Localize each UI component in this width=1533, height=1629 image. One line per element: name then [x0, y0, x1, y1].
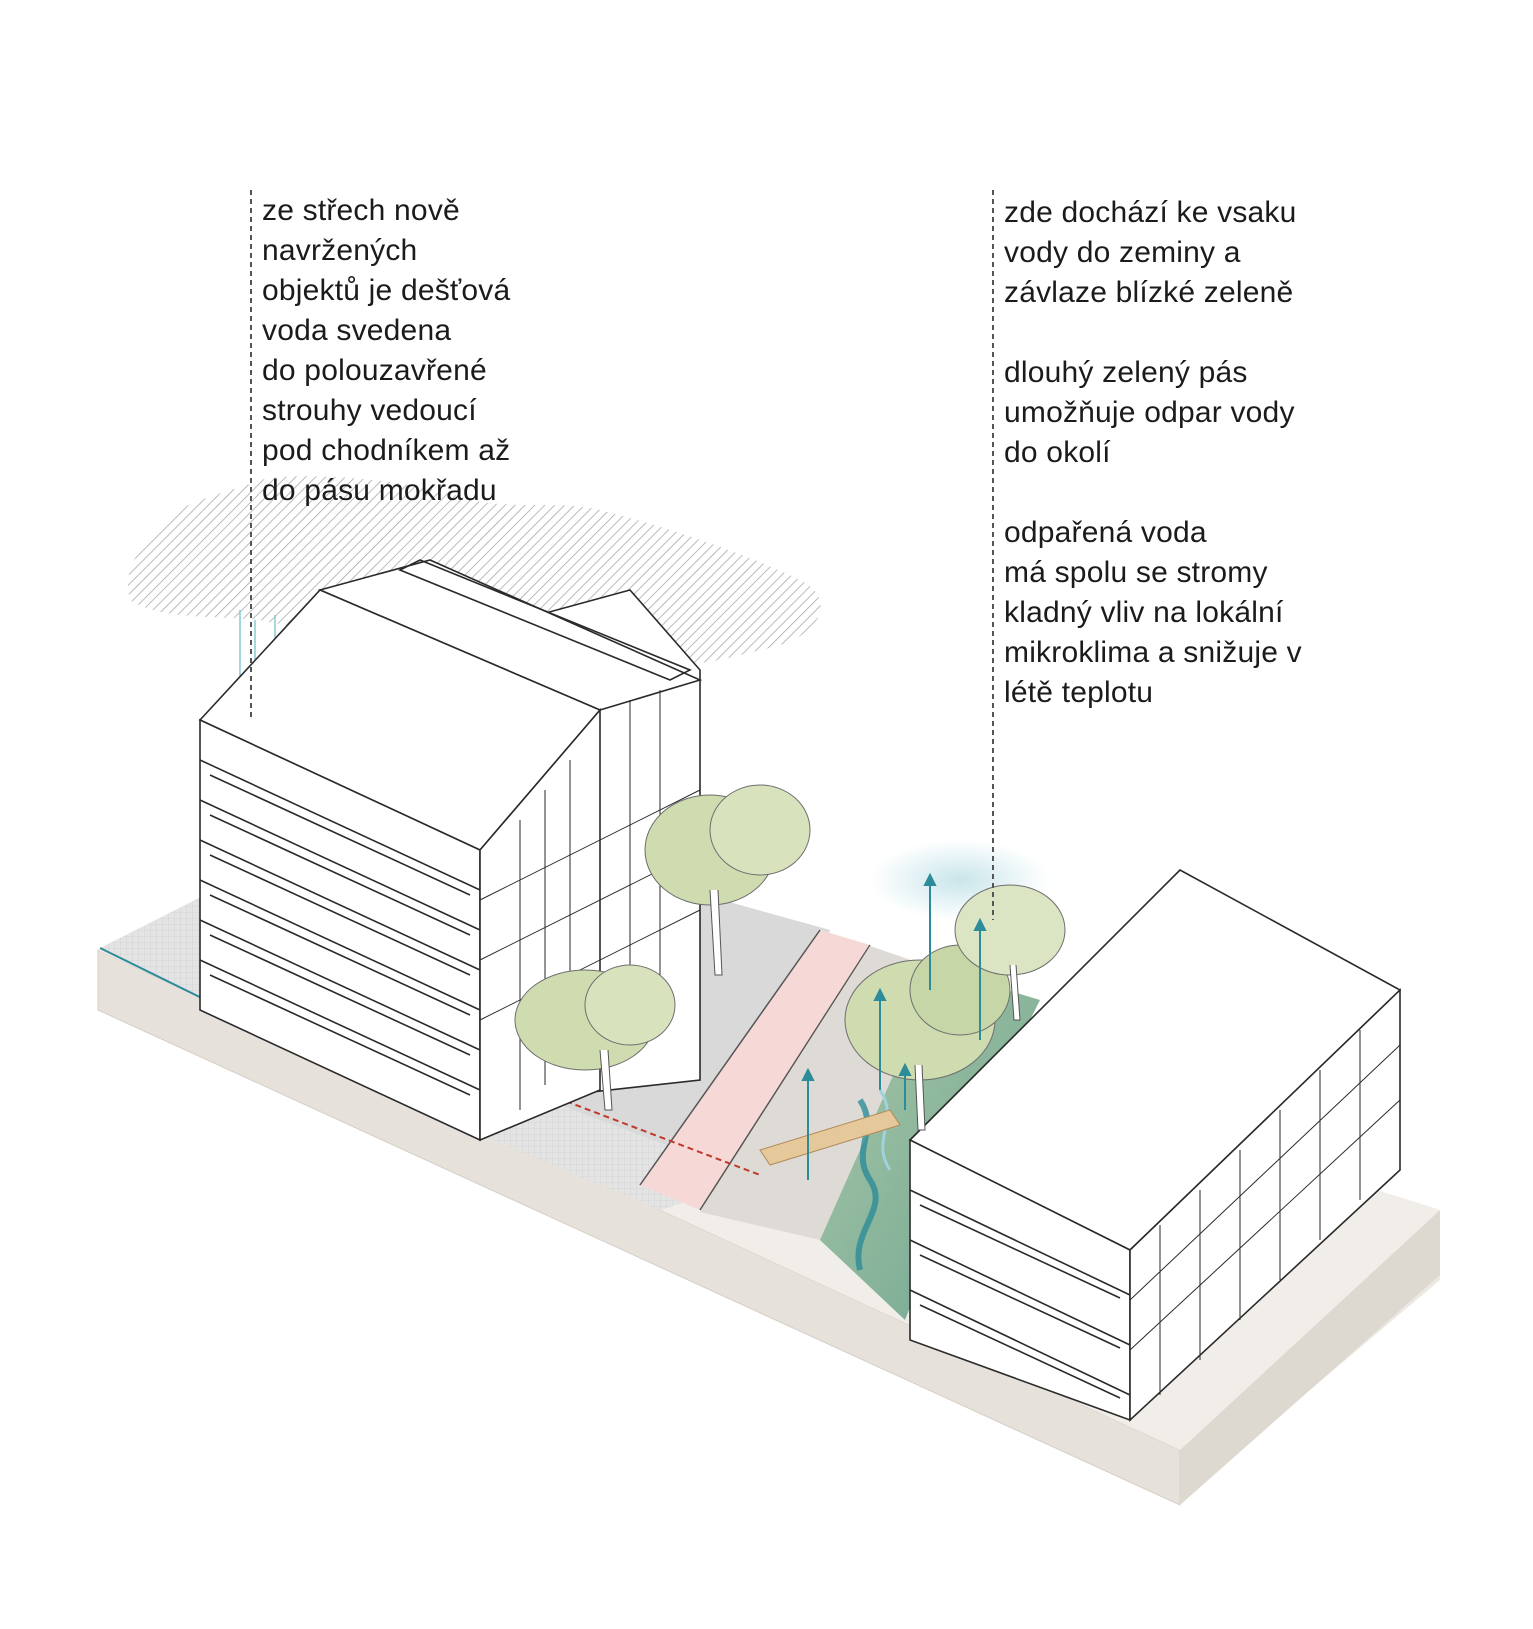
annotation-wetland-effects: zde dochází ke vsaku vody do zeminy a zá… — [1004, 193, 1302, 713]
note-line: navržených — [262, 234, 418, 267]
note-line: dlouhý zelený pás — [1004, 356, 1248, 389]
spacer — [1004, 313, 1302, 353]
note-line: umožňuje odpar vody — [1004, 396, 1295, 429]
note-line: pod chodníkem až — [262, 434, 511, 467]
note-line: kladný vliv na lokální — [1004, 596, 1284, 629]
note-line: létě teplotu — [1004, 676, 1154, 709]
note-line: má spolu se stromy — [1004, 556, 1268, 589]
note-line: objektů je dešťová — [262, 274, 511, 307]
note-line: mikroklima a snižuje v — [1004, 636, 1302, 669]
note-line: do okolí — [1004, 436, 1111, 469]
note-line: odpařená voda — [1004, 516, 1207, 549]
note-line: ze střech nově — [262, 194, 460, 227]
note-line: závlaze blízké zeleně — [1004, 276, 1294, 309]
note-line: zde dochází ke vsaku — [1004, 196, 1297, 229]
note-line: voda svedena — [262, 314, 452, 347]
annotation-roof-drainage: ze střech nově navržených objektů je deš… — [262, 191, 510, 511]
note-line: strouhy vedoucí — [262, 394, 477, 427]
bike-path — [639, 929, 871, 1211]
spacer — [1004, 473, 1302, 513]
note-line: vody do zeminy a — [1004, 236, 1241, 269]
arrow-up-icon — [801, 872, 987, 1180]
tree-icon — [514, 784, 1066, 1131]
note-line: do pásu mokřadu — [262, 474, 497, 507]
note-line: do polouzavřené — [262, 354, 487, 387]
building-right — [908, 869, 1402, 1422]
